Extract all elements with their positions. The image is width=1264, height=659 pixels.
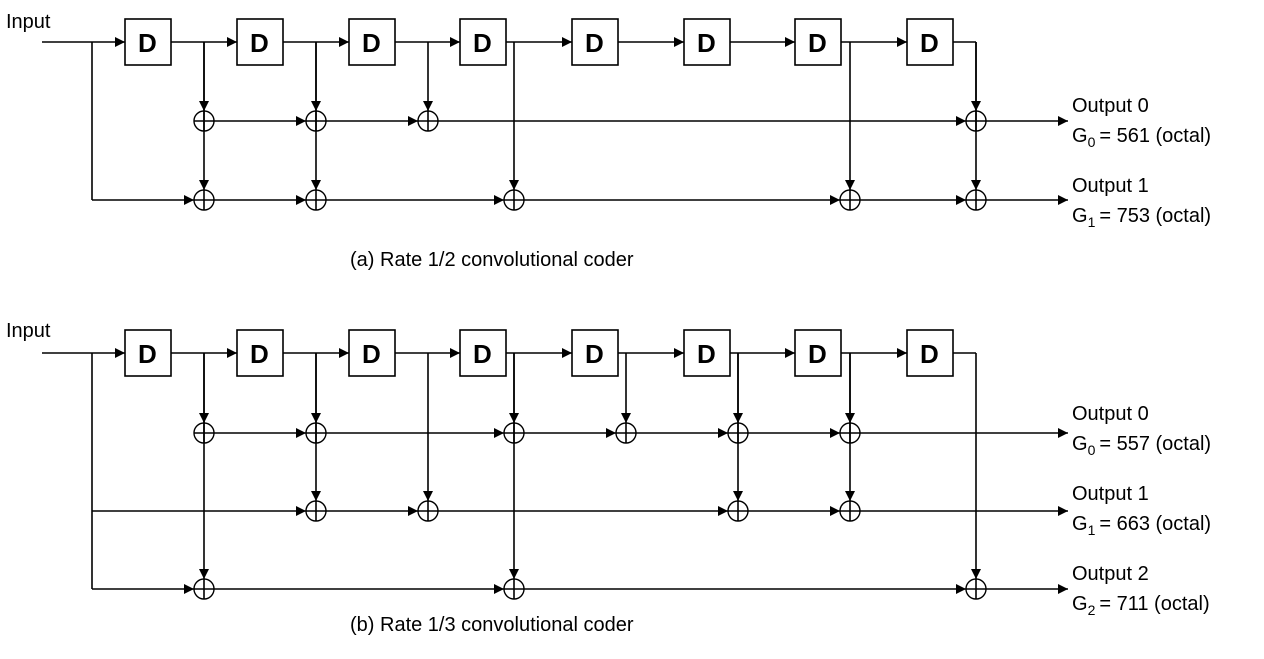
- delay-label: D: [920, 28, 939, 58]
- generator-subscript: 0: [1088, 442, 1096, 458]
- delay-box: [683, 18, 731, 66]
- generator-label: G0= 557 (octal): [1072, 433, 1211, 458]
- xor-adder: [193, 578, 215, 600]
- output-label: Output 1: [1072, 175, 1149, 197]
- generator-prefix: G: [1072, 513, 1088, 535]
- delay-label: D: [138, 28, 157, 58]
- delay-box: [571, 18, 619, 66]
- delay-label: D: [697, 339, 716, 369]
- panel-caption: (a) Rate 1/2 convolutional coder: [350, 249, 634, 271]
- delay-label: D: [250, 28, 269, 58]
- delay-label: D: [362, 339, 381, 369]
- xor-adder: [839, 189, 861, 211]
- delay-box: [906, 18, 954, 66]
- generator-value: = 561 (octal): [1099, 125, 1211, 147]
- generator-subscript: 2: [1088, 602, 1096, 618]
- xor-adder: [305, 500, 327, 522]
- generator-value: = 663 (octal): [1099, 513, 1211, 535]
- generator-value: = 753 (octal): [1099, 205, 1211, 227]
- delay-label: D: [808, 28, 827, 58]
- generator-subscript: 1: [1088, 522, 1096, 538]
- xor-adder: [417, 110, 439, 132]
- xor-adder: [417, 500, 439, 522]
- delay-label: D: [138, 339, 157, 369]
- xor-adder: [965, 189, 987, 211]
- generator-label: G2= 711 (octal): [1072, 593, 1210, 618]
- xor-adder: [193, 189, 215, 211]
- xor-adder: [727, 500, 749, 522]
- generator-prefix: G: [1072, 125, 1088, 147]
- xor-adder: [503, 189, 525, 211]
- input-label: Input: [6, 11, 51, 33]
- input-label: Input: [6, 320, 51, 342]
- output-label: Output 2: [1072, 563, 1149, 585]
- xor-adder: [965, 578, 987, 600]
- delay-box: [794, 329, 842, 377]
- delay-label: D: [697, 28, 716, 58]
- delay-label: D: [473, 28, 492, 58]
- output-label: Output 1: [1072, 483, 1149, 505]
- delay-label: D: [362, 28, 381, 58]
- delay-box: [348, 18, 396, 66]
- xor-adder: [305, 189, 327, 211]
- delay-label: D: [250, 339, 269, 369]
- panel-caption: (b) Rate 1/3 convolutional coder: [350, 614, 634, 636]
- generator-label: G1= 663 (octal): [1072, 513, 1211, 538]
- delay-box: [124, 329, 172, 377]
- generator-label: G0= 561 (octal): [1072, 125, 1211, 150]
- output-label: Output 0: [1072, 403, 1149, 425]
- generator-prefix: G: [1072, 593, 1088, 615]
- delay-box: [683, 329, 731, 377]
- xor-adder: [839, 500, 861, 522]
- delay-label: D: [808, 339, 827, 369]
- delay-label: D: [473, 339, 492, 369]
- generator-prefix: G: [1072, 433, 1088, 455]
- output-label: Output 0: [1072, 95, 1149, 117]
- delay-label: D: [920, 339, 939, 369]
- delay-label: D: [585, 339, 604, 369]
- generator-value: = 711 (octal): [1099, 593, 1209, 615]
- delay-label: D: [585, 28, 604, 58]
- generator-subscript: 0: [1088, 134, 1096, 150]
- xor-adder: [503, 578, 525, 600]
- xor-adder: [615, 422, 637, 444]
- generator-label: G1= 753 (octal): [1072, 205, 1211, 230]
- delay-box: [348, 329, 396, 377]
- generator-subscript: 1: [1088, 214, 1096, 230]
- generator-value: = 557 (octal): [1099, 433, 1211, 455]
- generator-prefix: G: [1072, 205, 1088, 227]
- delay-box: [459, 18, 507, 66]
